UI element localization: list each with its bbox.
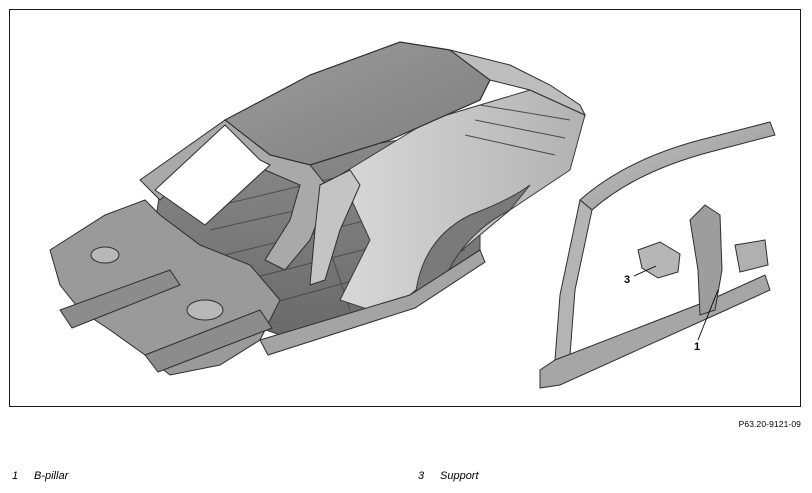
legend-label: Support [440, 470, 479, 482]
figure-reference-code: P63.20-9121-09 [738, 419, 801, 429]
illustration-frame: 3 1 [9, 9, 801, 407]
callout-1: 1 [694, 289, 719, 353]
svg-text:3: 3 [624, 274, 630, 286]
body-shell-illustration: 3 1 [49, 41, 776, 389]
car-body-shell [49, 41, 587, 376]
legend-item-b-pillar: 1 B-pillar [12, 470, 68, 482]
svg-text:1: 1 [694, 341, 700, 353]
side-frame-section [539, 121, 776, 389]
legend-label: B-pillar [34, 470, 69, 482]
callout-3: 3 [624, 265, 657, 286]
legend-number: 3 [418, 470, 425, 482]
legend-item-support: 3 Support [418, 470, 479, 482]
legend-number: 1 [12, 470, 19, 482]
